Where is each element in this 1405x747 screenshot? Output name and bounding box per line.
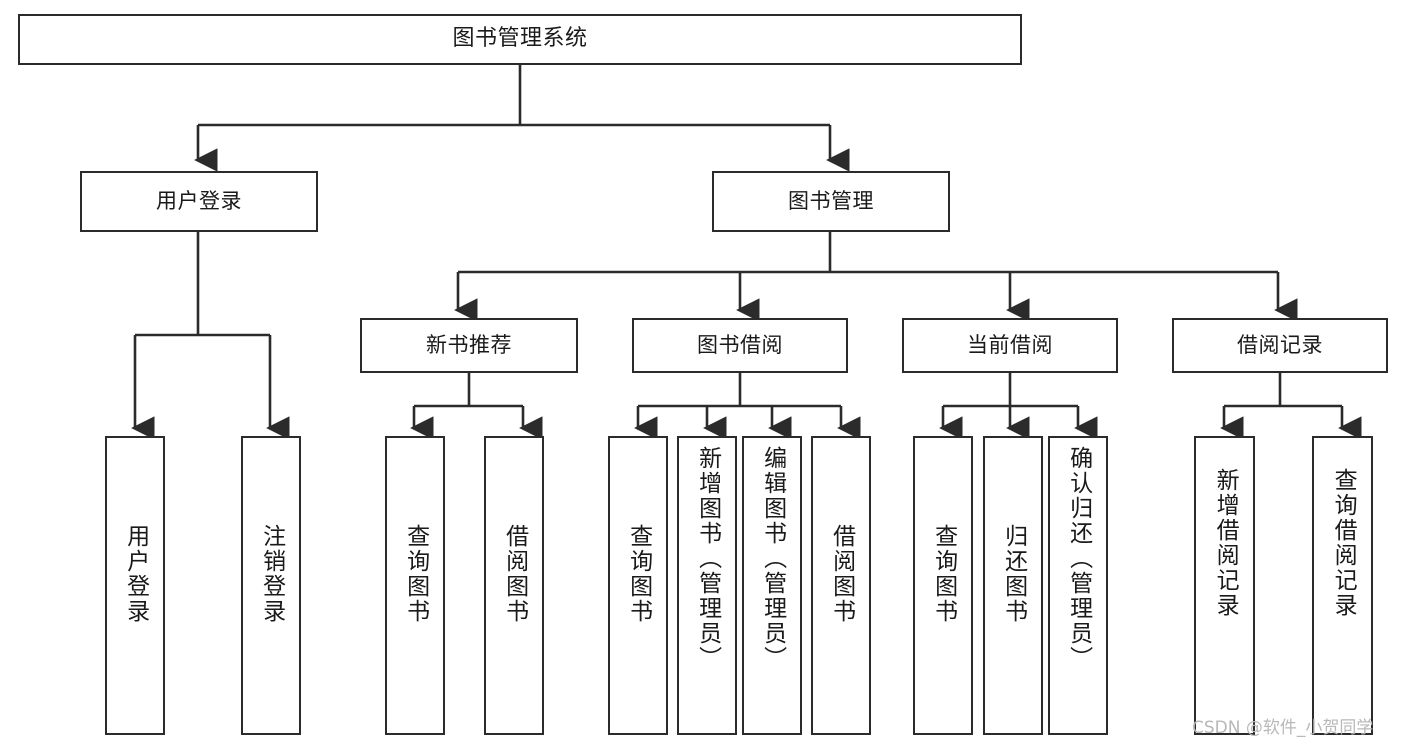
node-leaf-logout[interactable]: 注销登录 (241, 436, 301, 735)
node-leaf-confirm-return[interactable]: 确认归还（管理员） (1048, 436, 1108, 735)
node-leaf-query-record-label: 查询借阅记录 (1330, 468, 1357, 618)
node-leaf-edit-book-label: 编辑图书（管理员） (759, 446, 786, 671)
node-leaf-return-book[interactable]: 归还图书 (983, 436, 1043, 735)
node-leaf-borrow-book-1[interactable]: 借阅图书 (484, 436, 544, 735)
node-current-borrow-label: 当前借阅 (967, 332, 1053, 357)
node-leaf-user-login[interactable]: 用户登录 (105, 436, 165, 735)
node-leaf-query-book-2-label: 查询图书 (625, 524, 652, 624)
node-leaf-query-book-3[interactable]: 查询图书 (913, 436, 973, 735)
node-leaf-query-record[interactable]: 查询借阅记录 (1312, 436, 1373, 735)
node-leaf-borrow-book-2[interactable]: 借阅图书 (811, 436, 871, 735)
node-leaf-logout-label: 注销登录 (258, 524, 285, 624)
node-book-manage-label: 图书管理 (788, 188, 874, 213)
node-book-manage[interactable]: 图书管理 (712, 171, 950, 232)
node-book-borrow[interactable]: 图书借阅 (632, 318, 848, 373)
node-leaf-confirm-return-label: 确认归还（管理员） (1065, 446, 1092, 671)
node-leaf-query-book-1-label: 查询图书 (402, 524, 429, 624)
watermark: CSDN @软件_小贺同学 (1192, 718, 1374, 738)
node-leaf-query-book-3-label: 查询图书 (930, 524, 957, 624)
node-user-login-label: 用户登录 (156, 188, 242, 213)
node-leaf-borrow-book-1-label: 借阅图书 (501, 524, 528, 624)
node-borrow-record-label: 借阅记录 (1237, 332, 1323, 357)
node-new-book-rec-label: 新书推荐 (426, 332, 512, 357)
node-leaf-query-book-2[interactable]: 查询图书 (608, 436, 668, 735)
node-leaf-add-book[interactable]: 新增图书（管理员） (677, 436, 737, 735)
node-leaf-add-book-label: 新增图书（管理员） (694, 446, 721, 671)
node-leaf-edit-book[interactable]: 编辑图书（管理员） (742, 436, 802, 735)
node-leaf-add-record-label: 新增借阅记录 (1212, 468, 1239, 618)
node-leaf-add-record[interactable]: 新增借阅记录 (1194, 436, 1255, 735)
node-user-login[interactable]: 用户登录 (80, 171, 318, 232)
node-leaf-user-login-label: 用户登录 (122, 524, 149, 624)
node-new-book-rec[interactable]: 新书推荐 (360, 318, 578, 373)
node-book-borrow-label: 图书借阅 (697, 332, 783, 357)
node-root-label: 图书管理系统 (452, 26, 588, 52)
node-current-borrow[interactable]: 当前借阅 (902, 318, 1118, 373)
node-leaf-return-book-label: 归还图书 (1000, 524, 1027, 624)
node-leaf-borrow-book-2-label: 借阅图书 (828, 524, 855, 624)
node-leaf-query-book-1[interactable]: 查询图书 (385, 436, 445, 735)
node-root[interactable]: 图书管理系统 (18, 14, 1022, 65)
node-borrow-record[interactable]: 借阅记录 (1172, 318, 1388, 373)
